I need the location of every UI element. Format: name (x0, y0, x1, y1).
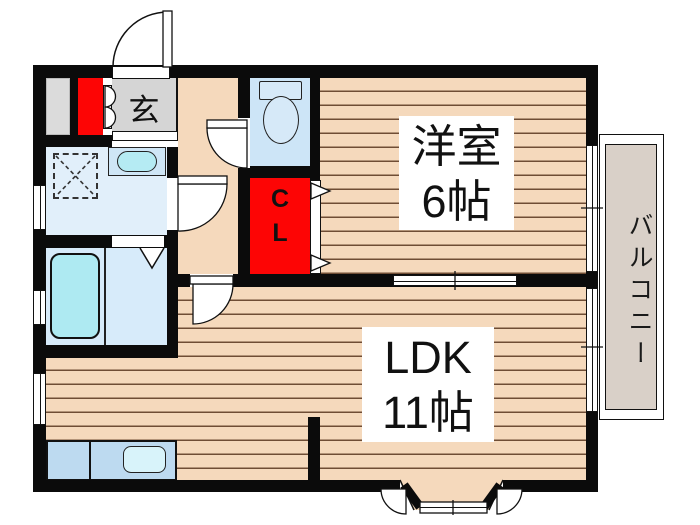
washroom-door-opening (167, 178, 178, 230)
genkan-area (112, 78, 178, 133)
bathroom-folding-door-opening (112, 236, 164, 247)
wall-right (586, 65, 598, 492)
shoe-cabinet-door-strip (103, 85, 112, 129)
wall-washroom-top (33, 135, 112, 147)
kitchen-sink-icon (123, 446, 166, 473)
wall-toilet-closet (238, 166, 320, 178)
closet-box (250, 178, 310, 274)
wall-room-divider (178, 274, 586, 287)
window-bathroom (33, 290, 46, 325)
western-room-label: 洋室 6帖 (399, 116, 514, 230)
window-washroom (33, 185, 46, 230)
wall-bottom-right (503, 480, 598, 492)
western-room-size: 6帖 (421, 176, 492, 227)
wall-top (33, 65, 598, 78)
window-ldk-balcony (586, 288, 598, 412)
closet-label: C L (252, 182, 308, 250)
closet-label-line2: L (272, 219, 288, 247)
bathroom-divider-line (104, 248, 106, 345)
kitchen-counter-divider (89, 440, 91, 481)
wall-left (33, 65, 46, 492)
storage-box (46, 78, 70, 135)
toilet-bowl-icon (263, 96, 299, 144)
balcony-floor (605, 144, 657, 410)
ldk-size: 11帖 (382, 387, 474, 438)
sliding-door-icon (393, 275, 517, 286)
bathtub-icon (50, 253, 100, 339)
vanity-sink-icon (117, 151, 157, 172)
closet-label-line1: C (270, 185, 290, 213)
genkan-label: 玄 (128, 93, 160, 128)
washing-machine-pan-icon (53, 153, 98, 199)
wall-bathroom-bottom (33, 345, 178, 358)
window-ldk-left (33, 373, 46, 425)
wall-kitchen-stub (308, 417, 320, 480)
shoe-cabinet (78, 78, 103, 135)
entrance-door-icon (112, 10, 173, 68)
bay-window-icon (380, 479, 523, 515)
wall-corridor-right (238, 78, 250, 287)
ldk-door-opening (190, 274, 233, 287)
wall-genkan-divider (70, 78, 78, 135)
genkan-step (112, 131, 178, 141)
ldk-label: LDK 11帖 (362, 327, 494, 442)
closet-folding-doors-icon (310, 180, 321, 274)
window-western-balcony (586, 145, 598, 272)
western-room-name: 洋室 (411, 121, 502, 172)
entrance-sill (112, 66, 170, 79)
wall-bathroom-right (167, 248, 178, 345)
ldk-name: LDK (384, 332, 472, 383)
wall-bottom-left (33, 480, 400, 492)
toilet-door-opening (238, 118, 250, 168)
balcony-label: バルコニー (625, 212, 653, 372)
